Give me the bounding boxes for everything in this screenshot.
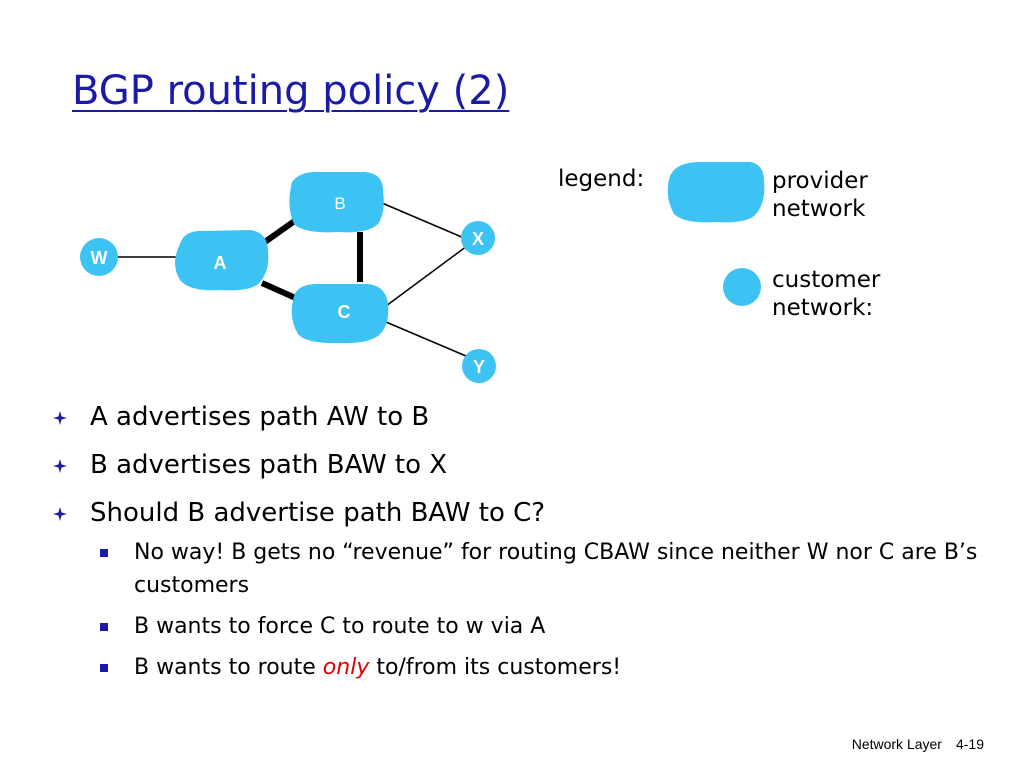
square-bullet-icon <box>100 549 108 557</box>
diamond-bullet-icon <box>53 459 67 473</box>
emphasis-text: only <box>322 655 370 680</box>
legend-heading: legend: <box>558 166 644 192</box>
node-label-y: Y <box>473 357 485 377</box>
bullet-item: A advertises path AW to B <box>52 400 992 434</box>
sub-bullet-item: B wants to force C to route to w via A <box>96 610 992 643</box>
bullet-item: B advertises path BAW to X <box>52 448 992 482</box>
node-label-c: C <box>338 302 351 322</box>
sub-bullet-text-before: B wants to route <box>134 655 323 680</box>
link-a-b <box>260 217 298 247</box>
square-bullet-icon <box>100 664 108 672</box>
node-label-b: B <box>334 194 345 213</box>
sub-bullet-text-after: to/from its customers! <box>369 655 622 680</box>
diamond-bullet-icon <box>53 507 67 521</box>
network-diagram: A B C W X Y legend: provider network cus… <box>80 162 881 383</box>
link-b-x <box>381 202 465 239</box>
sub-bullet-item: No way! B gets no “revenue” for routing … <box>96 536 992 602</box>
provider-network-a: A <box>175 230 269 291</box>
bullet-text: Should B advertise path BAW to C? <box>90 498 546 528</box>
diamond-bullet-icon <box>53 411 67 425</box>
footer-section: Network Layer <box>851 736 942 752</box>
bullet-item: Should B advertise path BAW to C? <box>52 496 992 530</box>
sub-bullet-item: B wants to route only to/from its custom… <box>96 651 992 684</box>
sub-bullet-text: No way! B gets no “revenue” for routing … <box>134 540 978 598</box>
link-c-x <box>385 245 468 307</box>
bullet-text: A advertises path AW to B <box>90 402 430 432</box>
legend-customer-label-1: customer <box>772 267 881 293</box>
node-label-x: X <box>472 229 484 249</box>
sub-bullet-text: B wants to force C to route to w via A <box>134 614 546 639</box>
legend-customer-swatch <box>723 268 761 306</box>
node-label-w: W <box>91 248 108 268</box>
bullet-text: B advertises path BAW to X <box>90 450 448 480</box>
link-c-y <box>385 321 467 357</box>
footer-page-number: 4-19 <box>955 736 984 752</box>
customer-network-y: Y <box>462 349 496 383</box>
legend-customer-label-2: network: <box>772 295 873 321</box>
legend-provider-label-1: provider <box>772 168 868 194</box>
node-label-a: A <box>214 253 227 273</box>
sub-bullet-group: No way! B gets no “revenue” for routing … <box>52 536 992 684</box>
customer-network-w: W <box>80 238 118 276</box>
link-a-c <box>260 280 302 303</box>
square-bullet-icon <box>100 623 108 631</box>
legend-provider-label-2: network <box>772 196 866 222</box>
customer-network-x: X <box>461 221 495 255</box>
bullet-list: A advertises path AW to B B advertises p… <box>52 400 992 692</box>
legend-provider-swatch <box>667 162 765 223</box>
slide-footer: Network Layer 4-19 <box>760 736 984 752</box>
provider-network-b: B <box>289 171 384 233</box>
provider-network-c: C <box>291 283 389 344</box>
sub-bullet-list: No way! B gets no “revenue” for routing … <box>52 536 992 684</box>
slide-title: BGP routing policy (2) <box>72 68 510 114</box>
